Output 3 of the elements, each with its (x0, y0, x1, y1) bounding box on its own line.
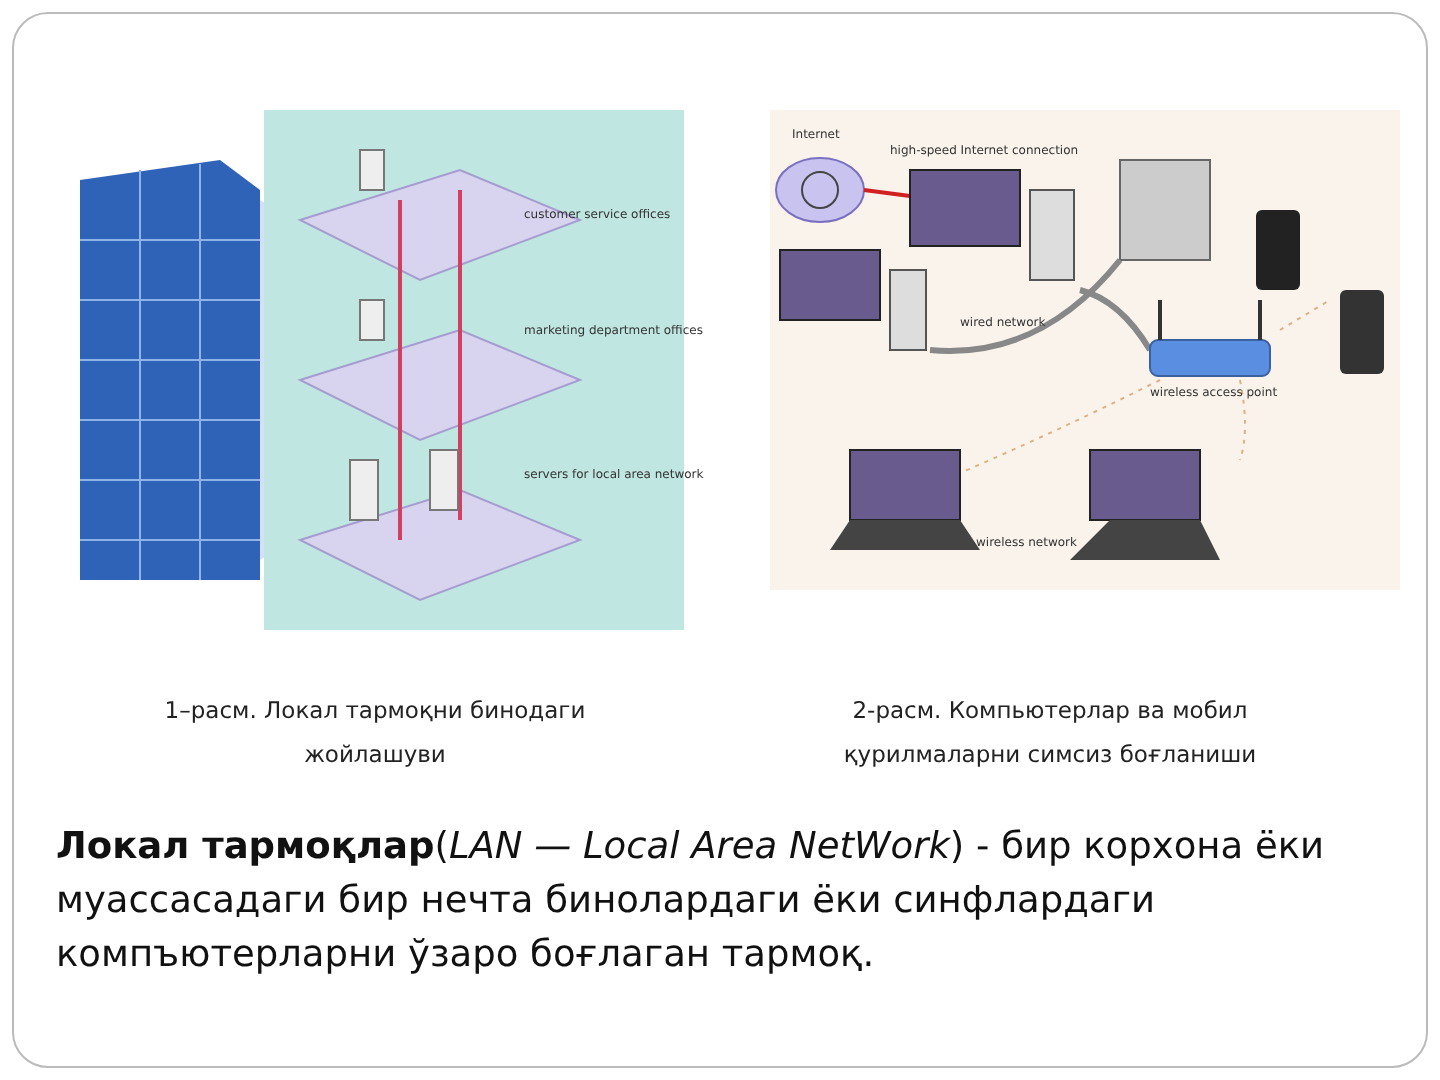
figure-caption: 2-расм. Компьютерлар ва мобил қурилмаларни симсиз боғланиши (841, 694, 1259, 772)
figure-caption: 1–расм. Локал тармоқни бинодаги жойлашуви (162, 694, 588, 772)
definition-paragraph: Локал тармоқлар(LAN — Local Area NetWork) - бир корхона ёки муассасадаги бир нечта бинолардаги ёки синфлардаги компъютерларни ўзаро боғлаган тармоқ. (56, 824, 1327, 980)
